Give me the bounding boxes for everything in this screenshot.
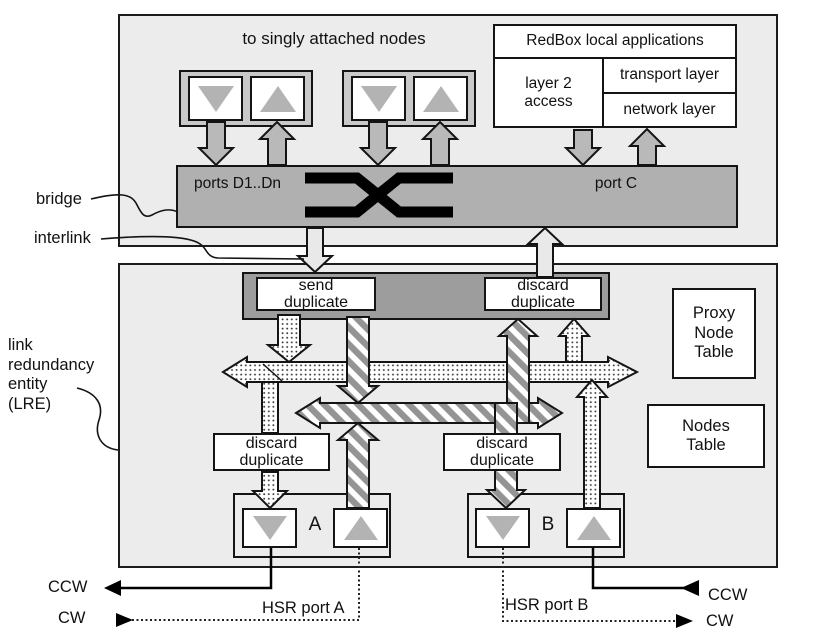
discard-duplicate-a-box: discard duplicate <box>213 433 330 471</box>
hsr-port-a-label: HSR port A <box>262 599 345 617</box>
receive-triangle-icon <box>422 85 459 112</box>
port-b-tx-box <box>475 508 530 548</box>
d1-tx-port-box <box>188 76 243 121</box>
network-layer-cell: network layer <box>623 101 716 118</box>
interlink-label: interlink <box>34 229 91 247</box>
transmit-triangle-icon <box>485 516 520 540</box>
nodes-table: Nodes Table <box>647 404 765 468</box>
port-a-rx-box <box>333 508 388 548</box>
cw-left-arrowhead <box>116 613 133 627</box>
layer2-access-cell: layer 2 access <box>495 59 604 126</box>
d1-rx-port-box <box>250 76 305 121</box>
send-duplicate-box: send duplicate <box>256 277 376 311</box>
port-a-tx-box <box>242 508 297 548</box>
cw-left-label: CW <box>58 609 86 627</box>
transport-layer-cell: transport layer <box>604 59 735 94</box>
transmit-triangle-icon <box>197 85 234 112</box>
port-c-label: port C <box>594 175 638 192</box>
lre-label: link redundancy entity (LRE) <box>8 336 95 413</box>
transmit-triangle-icon <box>252 516 287 540</box>
d2-tx-port-box <box>351 76 406 121</box>
cw-right-label: CW <box>706 612 734 630</box>
bridge-relay-bar: ports D1..Dn port C <box>176 165 738 228</box>
cw-right-arrowhead <box>676 614 693 628</box>
port-b-rx-box <box>566 508 621 548</box>
bridge-label: bridge <box>36 190 82 208</box>
ccw-right-label: CCW <box>708 586 748 604</box>
proxy-node-table: Proxy Node Table <box>672 288 756 379</box>
receive-triangle-icon <box>259 85 296 112</box>
d2-rx-port-box <box>413 76 468 121</box>
apps-title: RedBox local applications <box>495 26 735 59</box>
ccw-left-label: CCW <box>48 578 88 596</box>
port-a-letter: A <box>308 514 322 535</box>
hsr-port-b-label: HSR port B <box>505 596 589 614</box>
discard-duplicate-top-box: discard duplicate <box>484 277 602 311</box>
ccw-right-arrowhead <box>681 580 699 596</box>
ports-d-label: ports D1..Dn <box>194 175 282 192</box>
receive-triangle-icon <box>343 516 378 540</box>
receive-triangle-icon <box>576 516 611 540</box>
ccw-left-arrowhead <box>104 580 121 596</box>
port-b-letter: B <box>541 514 555 535</box>
discard-duplicate-b-box: discard duplicate <box>443 433 561 471</box>
redbox-apps-panel: RedBox local applications layer 2 access… <box>493 24 737 128</box>
transmit-triangle-icon <box>360 85 397 112</box>
singly-attached-label: to singly attached nodes <box>242 29 426 48</box>
